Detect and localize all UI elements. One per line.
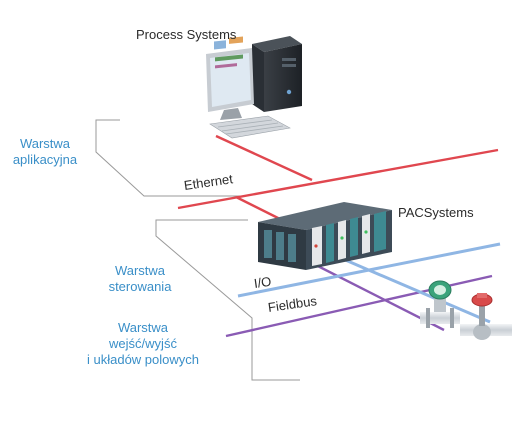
control-layer-line-2: sterowania [108,279,172,294]
field-layer-label: Warstwa wejść/wyjść i układów polowych [68,320,218,368]
control-layer-line-1: Warstwa [114,263,166,278]
field-layer-line-2: wejść/wyjść [109,336,177,351]
keyboard [209,115,291,139]
io-bus [237,242,501,324]
application-layer-line-2: aplikacyjna [12,152,78,167]
field-layer-line-3: i układów polowych [86,352,199,367]
process-systems-label: Process Systems [136,27,237,42]
application-layer-label: Warstwa aplikacyjna [2,136,88,168]
application-layer-bracket [95,119,248,197]
control-valve-icon [460,293,512,340]
control-layer-label: Warstwa sterowania [92,263,188,295]
field-layer-line-1: Warstwa [117,320,169,335]
control-field-layer-bracket [155,219,300,381]
flow-meter-icon [420,280,460,328]
pc-tower [252,36,302,112]
io-label: I/O [252,273,273,291]
workstation-icon [206,36,302,139]
pac-controller-icon [258,202,392,270]
application-layer-line-1: Warstwa [19,136,71,151]
monitor [206,36,254,120]
pacsystems-label: PACSystems [398,205,474,220]
